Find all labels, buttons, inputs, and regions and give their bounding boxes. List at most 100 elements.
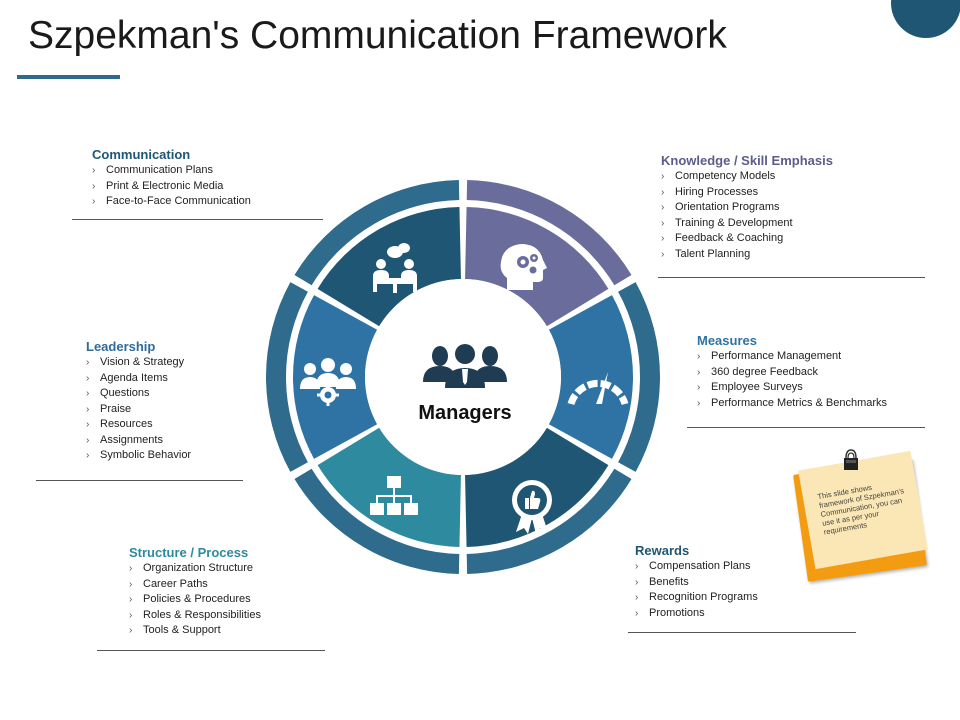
leadership-section: Leadership ›Vision & Strategy ›Agenda It…: [86, 339, 191, 464]
structure-section: Structure / Process ›Organization Struct…: [129, 545, 261, 639]
list-item: ›Agenda Items: [86, 371, 191, 387]
list-item: ›Employee Surveys: [697, 380, 887, 396]
outer-ring-arc: [294, 180, 460, 286]
list-item: ›Assignments: [86, 433, 191, 449]
list-item: ›Roles & Responsibilities: [129, 608, 261, 624]
knowledge-list: ›Competency Models ›Hiring Processes ›Or…: [661, 169, 833, 262]
list-item: ›Talent Planning: [661, 247, 833, 263]
list-item: ›Face-to-Face Communication: [92, 194, 251, 210]
segment-measures: [548, 295, 633, 459]
list-item: ›Policies & Procedures: [129, 592, 261, 608]
list-item: ›Organization Structure: [129, 561, 261, 577]
chevron-right-icon: ›: [635, 561, 639, 572]
divider: [97, 650, 325, 651]
chevron-right-icon: ›: [86, 419, 90, 430]
team-gear-icon: [300, 358, 356, 406]
structure-heading: Structure / Process: [129, 545, 249, 560]
list-item: ›Performance Metrics & Benchmarks: [697, 396, 887, 412]
org-chart-icon: [370, 476, 418, 515]
divider: [36, 480, 243, 481]
chevron-right-icon: ›: [661, 202, 665, 213]
binder-clip-icon: [844, 449, 858, 470]
chevron-right-icon: ›: [86, 450, 90, 461]
chevron-right-icon: ›: [129, 625, 133, 636]
chevron-right-icon: ›: [635, 576, 639, 588]
outer-ring-arc: [466, 180, 632, 286]
chevron-right-icon: ›: [92, 180, 96, 192]
divider: [687, 427, 925, 428]
chevron-right-icon: ›: [86, 434, 90, 446]
list-item: ›Resources: [86, 417, 191, 433]
divider: [72, 219, 323, 220]
chevron-right-icon: ›: [92, 165, 96, 176]
rewards-section: Rewards ›Compensation Plans ›Benefits ›R…: [635, 543, 758, 621]
segment-communication: [317, 207, 461, 327]
list-item: ›Orientation Programs: [661, 200, 833, 216]
center-label: Managers: [418, 402, 512, 424]
measures-section: Measures ›Performance Management ›360 de…: [697, 333, 887, 411]
chevron-right-icon: ›: [92, 196, 96, 207]
chevron-right-icon: ›: [129, 609, 133, 621]
chevron-right-icon: ›: [661, 248, 665, 260]
list-item: ›Symbolic Behavior: [86, 448, 191, 464]
list-item: ›Print & Electronic Media: [92, 179, 251, 195]
outer-ring-arc: [265, 282, 308, 472]
chevron-right-icon: ›: [86, 403, 90, 415]
gauge-icon: [567, 372, 629, 406]
outer-ring-arc: [294, 468, 460, 574]
chevron-right-icon: ›: [129, 578, 133, 590]
measures-list: ›Performance Management ›360 degree Feed…: [697, 349, 887, 411]
chevron-right-icon: ›: [661, 171, 665, 182]
chevron-right-icon: ›: [86, 372, 90, 384]
communication-list: ›Communication Plans ›Print & Electronic…: [92, 163, 251, 210]
chevron-right-icon: ›: [661, 217, 665, 229]
list-item: ›360 degree Feedback: [697, 365, 887, 381]
structure-list: ›Organization Structure ›Career Paths ›P…: [129, 561, 261, 639]
outer-ring: [265, 180, 661, 574]
chevron-right-icon: ›: [697, 351, 701, 362]
list-item: ›Hiring Processes: [661, 185, 833, 201]
chevron-right-icon: ›: [86, 357, 90, 368]
sticky-note: This slide shows framework of Szpekman's…: [793, 448, 940, 588]
outer-ring-arc: [466, 468, 632, 574]
divider: [628, 632, 856, 633]
measures-heading: Measures: [697, 333, 757, 348]
chevron-right-icon: ›: [697, 366, 701, 378]
rewards-list: ›Compensation Plans ›Benefits ›Recogniti…: [635, 559, 758, 621]
list-item: ›Communication Plans: [92, 163, 251, 179]
title-underline: [17, 75, 120, 79]
list-item: ›Performance Management: [697, 349, 887, 365]
chevron-right-icon: ›: [635, 592, 639, 603]
list-item: ›Competency Models: [661, 169, 833, 185]
list-item: ›Training & Development: [661, 216, 833, 232]
chevron-right-icon: ›: [129, 594, 133, 605]
list-item: ›Praise: [86, 402, 191, 418]
award-badge-icon: [512, 480, 552, 534]
knowledge-section: Knowledge / Skill Emphasis ›Competency M…: [661, 153, 833, 262]
leadership-list: ›Vision & Strategy ›Agenda Items ›Questi…: [86, 355, 191, 464]
chevron-right-icon: ›: [661, 233, 665, 244]
leadership-heading: Leadership: [86, 339, 156, 354]
list-item: ›Vision & Strategy: [86, 355, 191, 371]
list-item: ›Feedback & Coaching: [661, 231, 833, 247]
list-item: ›Compensation Plans: [635, 559, 758, 575]
chevron-right-icon: ›: [86, 388, 90, 399]
list-item: ›Benefits: [635, 575, 758, 591]
list-item: ›Tools & Support: [129, 623, 261, 639]
chevron-right-icon: ›: [129, 563, 133, 574]
chevron-right-icon: ›: [661, 186, 665, 198]
chevron-right-icon: ›: [697, 382, 701, 393]
chevron-right-icon: ›: [635, 607, 639, 619]
outer-ring-arc: [618, 282, 661, 472]
list-item: ›Promotions: [635, 606, 758, 622]
managers-group-icon: [423, 344, 507, 388]
meeting-icon: [373, 243, 417, 293]
communication-section: Communication ›Communication Plans ›Prin…: [92, 147, 251, 210]
chevron-right-icon: ›: [697, 397, 701, 409]
communication-heading: Communication: [92, 147, 191, 162]
brain-gears-icon: [500, 244, 547, 290]
list-item: ›Questions: [86, 386, 191, 402]
list-item: ›Career Paths: [129, 577, 261, 593]
divider: [658, 277, 925, 278]
